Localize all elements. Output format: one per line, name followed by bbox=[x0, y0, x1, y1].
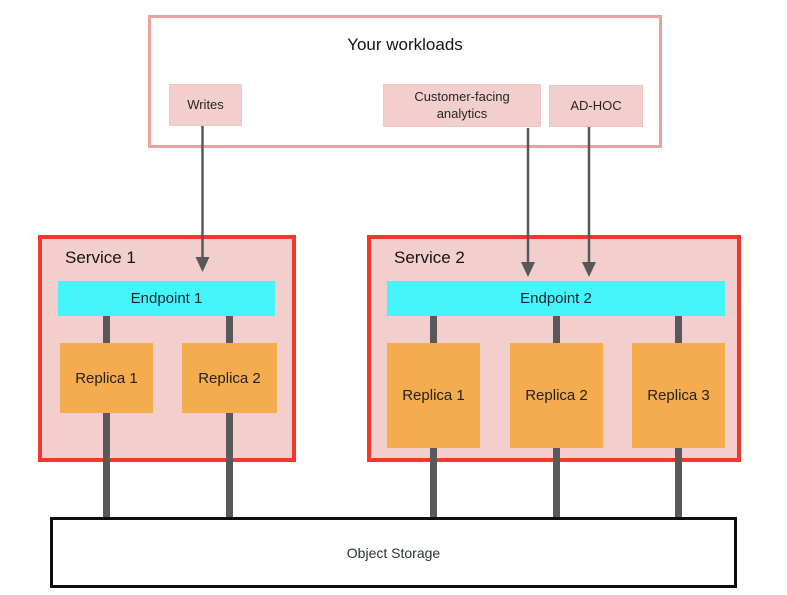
pipe-endpoint2-replica3 bbox=[675, 314, 682, 346]
pipe-endpoint2-replica2 bbox=[553, 314, 560, 346]
pipe-s2replica3-storage bbox=[675, 445, 682, 519]
workload-node-customer-facing-analytics: Customer-facing analytics bbox=[383, 84, 541, 127]
workload-node-writes: Writes bbox=[169, 84, 242, 126]
service2-endpoint: Endpoint 2 bbox=[387, 281, 725, 316]
service1-replica2: Replica 2 bbox=[182, 343, 277, 413]
pipe-endpoint1-replica1 bbox=[103, 314, 110, 346]
pipe-endpoint1-replica2 bbox=[226, 314, 233, 346]
pipe-s1replica2-storage bbox=[226, 410, 233, 519]
workloads-title: Your workloads bbox=[347, 35, 463, 54]
service1-endpoint: Endpoint 1 bbox=[58, 281, 275, 316]
service1-title: Service 1 bbox=[65, 248, 136, 267]
workload-node-label: Writes bbox=[187, 96, 224, 112]
object-storage-box: Object Storage bbox=[50, 517, 737, 588]
service2-replica2: Replica 2 bbox=[510, 343, 603, 448]
service2-title: Service 2 bbox=[394, 248, 465, 267]
pipe-endpoint2-replica1 bbox=[430, 314, 437, 346]
workload-node-label: AD-HOC bbox=[570, 97, 622, 113]
pipe-s1replica1-storage bbox=[103, 410, 110, 519]
pipe-s2replica2-storage bbox=[553, 445, 560, 519]
service1-replica1: Replica 1 bbox=[60, 343, 153, 413]
service2-replica3: Replica 3 bbox=[632, 343, 725, 448]
workload-node-ad-hoc: AD-HOC bbox=[549, 85, 643, 127]
service2-replica1: Replica 1 bbox=[387, 343, 480, 448]
pipe-s2replica1-storage bbox=[430, 445, 437, 519]
workload-node-label: Customer-facing analytics bbox=[414, 88, 510, 121]
